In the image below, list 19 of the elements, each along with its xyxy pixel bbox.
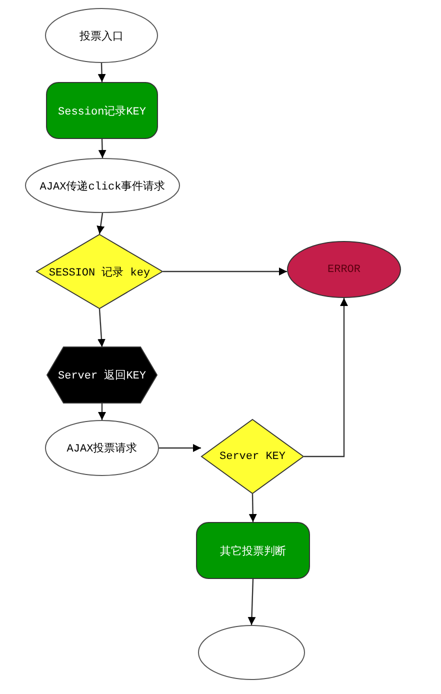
node-label: Server KEY (220, 450, 286, 462)
node-label: ERROR (328, 264, 360, 276)
arrow (248, 494, 257, 522)
arrow (96, 212, 105, 234)
node-label: 投票入口 (80, 30, 124, 43)
arrow (304, 298, 348, 458)
arrow (98, 138, 106, 158)
arrow (97, 308, 106, 348)
arrow (98, 403, 106, 420)
node-label: Server 返回KEY (58, 368, 146, 382)
node-label: SESSION 记录 key (48, 266, 150, 279)
node-label: 其它投票判断 (220, 544, 286, 558)
node-label: Session记录KEY (58, 104, 146, 118)
arrow (159, 444, 201, 452)
arrow (163, 268, 287, 276)
node-label: AJAX投票请求 (66, 442, 138, 456)
arrow (98, 62, 106, 82)
node-label: AJAX传递click事件请求 (40, 179, 166, 193)
arrow (248, 578, 256, 626)
